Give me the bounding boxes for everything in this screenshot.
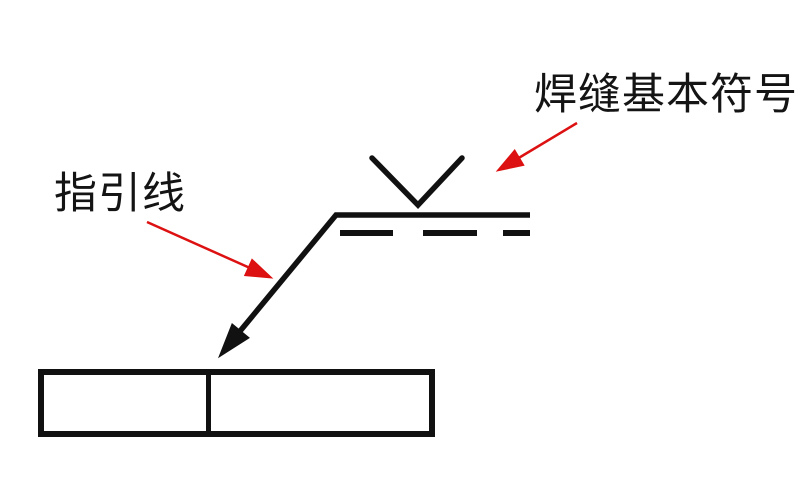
v-groove-weld-symbol-icon (369, 155, 465, 209)
annotation-arrow-leader-line (146, 220, 274, 279)
workpiece-rectangle (38, 369, 435, 437)
label-weld-basic-symbol: 焊缝基本符号 (534, 72, 798, 119)
label-leader-line: 指引线 (54, 171, 186, 218)
annotation-arrowhead-weld-symbol-icon (495, 149, 525, 172)
annotation-arrow-weld-symbol-shaft (511, 121, 578, 164)
annotation-arrow-weld-symbol (495, 121, 578, 172)
annotation-arrowhead-leader-line-icon (243, 258, 274, 279)
annotation-arrow-leader-line-shaft (146, 220, 251, 270)
reference-and-leader-line (233, 212, 530, 338)
leader-arrowhead-icon (217, 322, 250, 359)
